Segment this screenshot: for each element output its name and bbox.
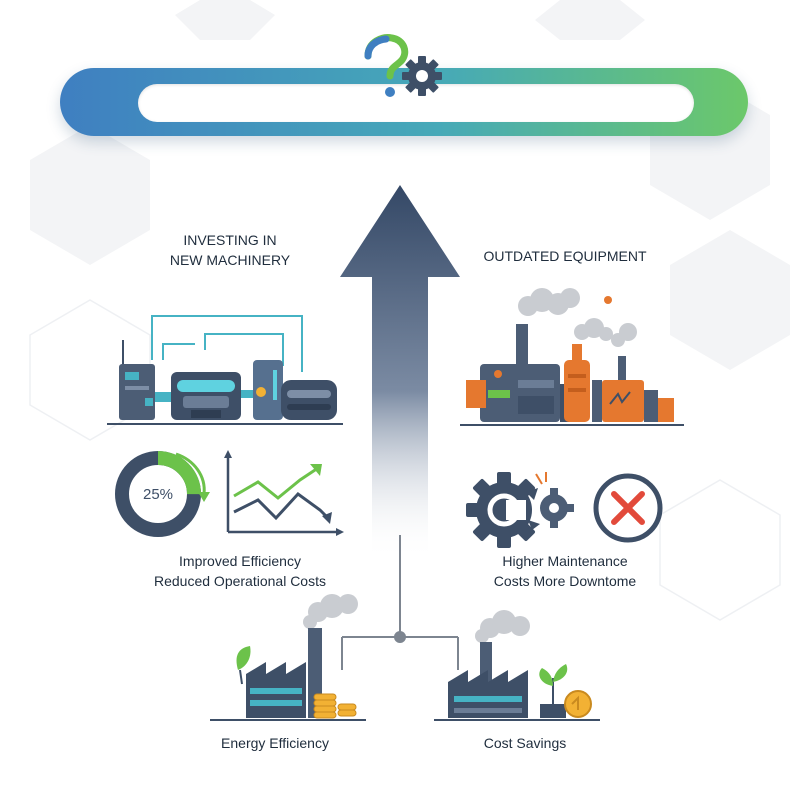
new-machinery-illustration <box>107 315 343 425</box>
trend-lines-icon <box>224 450 344 536</box>
cost-savings-label: Cost Savings <box>483 735 567 751</box>
central-up-arrow <box>340 185 460 560</box>
outdated-equipment-illustration <box>460 288 684 426</box>
connector-lines <box>341 535 459 670</box>
energy-efficiency-label: Energy Efficiency <box>221 735 329 751</box>
question-gear-icon <box>364 34 442 97</box>
question-mark-icon <box>364 34 409 97</box>
left-caption-line1: Improved Efficiency <box>179 553 301 569</box>
left-title: INVESTING IN NEW MACHINERY <box>140 230 320 270</box>
efficiency-donut-chart: 25% <box>115 451 210 537</box>
plant-pot-icon <box>540 704 566 718</box>
left-title-line2: NEW MACHINERY <box>169 252 291 268</box>
right-caption: Higher Maintenance Costs More Downtome <box>470 551 660 591</box>
question-input[interactable] <box>138 84 694 122</box>
left-caption: Improved Efficiency Reduced Operational … <box>140 551 340 591</box>
energy-efficiency-factory-illustration <box>210 594 366 721</box>
left-title-line1: INVESTING IN <box>183 232 277 248</box>
donut-arrow-icon <box>198 492 210 502</box>
red-x-circle-icon <box>593 473 663 543</box>
leaf-icon <box>236 646 251 670</box>
gear-icon <box>402 56 442 96</box>
broken-gears-icon <box>466 472 574 548</box>
coin-stack-icon <box>313 693 357 719</box>
cost-savings-factory-illustration <box>434 610 600 721</box>
donut-percent-label: 25% <box>143 486 173 503</box>
right-caption-line2: Costs More Downtome <box>493 573 637 589</box>
donut-progress-arc <box>115 451 201 537</box>
right-title: OUTDATED EQUIPMENT <box>483 248 647 264</box>
left-caption-line2: Reduced Operational Costs <box>154 573 326 589</box>
right-caption-line1: Higher Maintenance <box>502 553 628 569</box>
